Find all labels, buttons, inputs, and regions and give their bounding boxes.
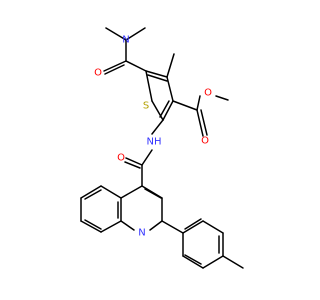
bond	[149, 220, 163, 231]
bond	[145, 70, 153, 102]
bond	[125, 27, 146, 41]
bond	[151, 100, 164, 121]
atom-label-quinoline-nitrogen: N	[138, 228, 145, 239]
atom-label-nme2: N	[122, 35, 129, 46]
bonds	[80, 27, 244, 269]
bond	[84, 219, 102, 230]
atom-label-amide-oxygen: O	[94, 68, 102, 79]
bond	[151, 119, 164, 135]
bond	[147, 74, 168, 82]
bond	[184, 254, 202, 265]
atom-label-carbonyl-oxygen: O	[117, 153, 125, 164]
bond	[100, 185, 122, 199]
bond	[222, 255, 244, 269]
bond	[124, 161, 141, 169]
bond	[166, 76, 174, 102]
bond	[100, 220, 122, 233]
bond	[202, 255, 224, 269]
bond	[120, 185, 143, 199]
bond	[182, 220, 204, 234]
molecule-structure-diagram: N O S O O NH O N	[80, 27, 244, 269]
bond	[215, 95, 229, 101]
bond	[196, 109, 204, 137]
bond	[172, 100, 198, 111]
bond	[166, 53, 175, 78]
bond	[161, 220, 184, 234]
bond	[80, 220, 102, 233]
atom-labels: N O S O O NH O N	[94, 35, 212, 239]
bond	[162, 100, 174, 121]
atom-label-ester-oxygen-double: O	[201, 136, 209, 147]
bond	[184, 218, 202, 230]
bond	[84, 189, 102, 200]
bond	[105, 27, 127, 41]
bond	[80, 185, 102, 199]
bond	[141, 149, 153, 166]
bond	[202, 220, 224, 234]
bond	[120, 220, 135, 231]
bond	[145, 70, 168, 78]
bond	[104, 64, 125, 75]
bond	[125, 60, 147, 72]
atom-label-amide-nh: NH	[147, 137, 162, 148]
bond	[125, 157, 143, 166]
bond	[182, 255, 204, 269]
bond	[144, 188, 162, 199]
atom-label-ester-oxygen-single: O	[204, 88, 212, 99]
bond	[103, 60, 127, 72]
atom-label-thiophene-sulfur: S	[143, 101, 149, 112]
bond	[196, 95, 201, 111]
bond	[200, 109, 208, 136]
bond	[159, 100, 170, 118]
